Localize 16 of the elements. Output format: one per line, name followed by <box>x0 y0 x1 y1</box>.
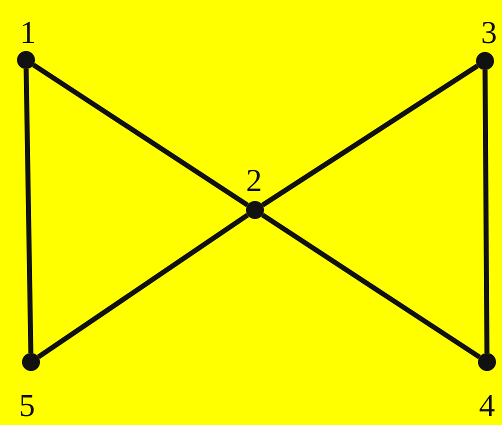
vertex-dot <box>478 353 496 371</box>
vertex-label: 5 <box>19 389 35 421</box>
vertex-dot <box>246 201 264 219</box>
vertex-label: 1 <box>20 16 36 48</box>
graph-edge <box>24 68 34 354</box>
vertex-dot <box>22 353 40 371</box>
graph-edge <box>37 212 249 360</box>
vertex-label: 2 <box>246 164 262 196</box>
vertex-dot <box>476 52 494 70</box>
vertex-dot <box>17 51 35 69</box>
vertex-label: 4 <box>479 389 495 421</box>
vertex-label: 3 <box>481 16 497 48</box>
graph-edge <box>261 64 479 208</box>
graph-edge <box>482 70 490 354</box>
graph-edge <box>32 62 249 208</box>
graph-edge <box>261 212 481 360</box>
